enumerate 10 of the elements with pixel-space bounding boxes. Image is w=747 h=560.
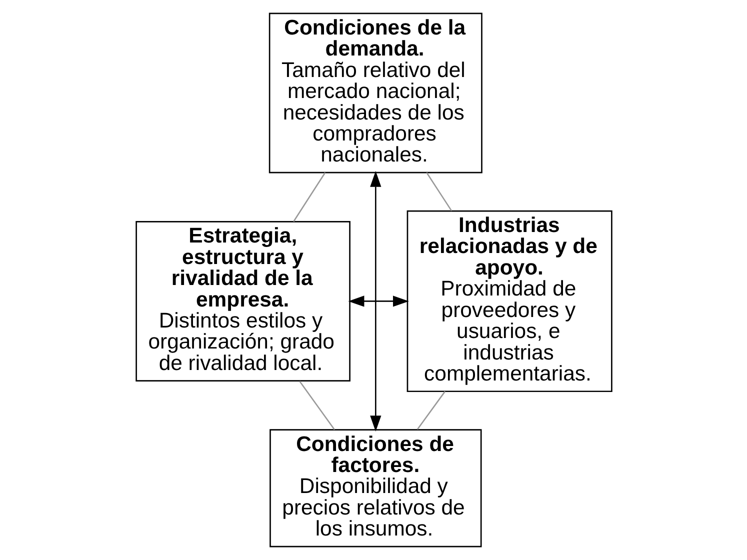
connector: [292, 172, 326, 222]
arrow: [370, 170, 381, 432]
node-box: Condiciones de la demanda. Tamaño relativo del mercado nacional; necesidades de los compradores nacionales.: [268, 12, 482, 174]
connector: [416, 391, 446, 430]
node-box: Industrias relacionadas y de apoyo. Proximidad de proveedores y usuarios, e industrias complementarias.: [406, 210, 612, 392]
node-box: Estrategia, estructura y rivalidad de la empresa. Distintos estilos y organización; grado de rivalidad local.: [135, 221, 350, 382]
arrow: [348, 296, 408, 307]
node-box: Condiciones de factores. Disponibilidad y precios relativos de los insumos.: [269, 429, 482, 548]
connector: [426, 172, 452, 212]
connector: [298, 380, 334, 430]
